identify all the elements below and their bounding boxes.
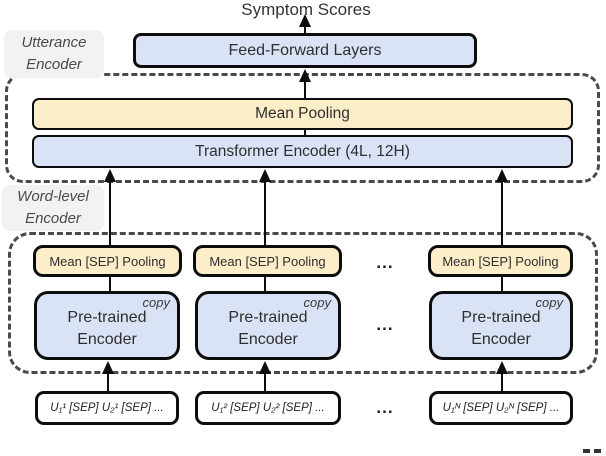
mean-pooling-label: Mean Pooling: [255, 105, 350, 122]
connector-line: [108, 277, 112, 291]
connector-line: [303, 130, 307, 135]
arrow-up-icon: [496, 361, 508, 374]
mean-pooling-block: Mean Pooling: [32, 98, 573, 130]
arrow-up-icon: [259, 169, 271, 182]
utterance-encoder-label-line2: Encoder: [26, 56, 82, 73]
pretrained-encoder-block-1: copy Pre-trained Encoder: [34, 291, 180, 360]
word-level-encoder-label-line1: Word-level: [17, 188, 89, 206]
ellipsis-input-row: ...: [376, 398, 394, 417]
connector-line: [500, 372, 504, 391]
arrow-up-icon: [104, 169, 116, 182]
arrow-up-icon: [299, 69, 311, 82]
sep-pooling-block-1: Mean [SEP] Pooling: [33, 245, 182, 277]
connector-line: [500, 277, 504, 291]
arrow-up-icon: [496, 169, 508, 182]
cropped-glyph-fragment: [583, 449, 590, 453]
pretrained-encoder-label-line1: Pre-trained: [461, 308, 541, 326]
utterance-encoder-label-line1: Utterance: [21, 34, 87, 52]
pretrained-encoder-label-line2: Encoder: [238, 330, 298, 348]
transformer-encoder-label: Transformer Encoder (4L, 12H): [195, 142, 410, 160]
input-tokens-label-2: U₁² [SEP] U₂² [SEP] ...: [211, 402, 325, 414]
pretrained-encoder-label-line2: Encoder: [471, 330, 531, 348]
ellipsis-sep-pooling-row: ...: [376, 253, 394, 272]
pretrained-encoder-label-line2: Encoder: [77, 330, 137, 348]
copy-tag: copy: [303, 295, 331, 310]
word-level-encoder-label: Word-level Encoder: [2, 185, 104, 231]
pretrained-encoder-block-3: copy Pre-trained Encoder: [429, 291, 573, 360]
input-tokens-label-3: U₁ᴺ [SEP] U₂ᴺ [SEP] ...: [442, 402, 560, 414]
input-tokens-block-1: U₁¹ [SEP] U₂¹ [SEP] ...: [35, 391, 179, 425]
pretrained-encoder-block-2: copy Pre-trained Encoder: [195, 291, 341, 360]
input-tokens-block-3: U₁ᴺ [SEP] U₂ᴺ [SEP] ...: [429, 391, 573, 425]
word-level-encoder-group-box: [8, 232, 598, 374]
connector-line: [303, 25, 307, 34]
sep-pooling-label: Mean [SEP] Pooling: [442, 253, 559, 269]
sep-pooling-label: Mean [SEP] Pooling: [209, 253, 326, 269]
transformer-encoder-block: Transformer Encoder (4L, 12H): [32, 135, 573, 168]
word-level-encoder-label-line2: Encoder: [25, 210, 81, 227]
connector-line: [106, 372, 110, 391]
feed-forward-layers-block: Feed-Forward Layers: [133, 33, 477, 68]
arrow-up-icon: [259, 361, 271, 374]
connector-line: [108, 180, 112, 245]
copy-tag: copy: [535, 295, 563, 310]
arrow-up-icon: [102, 361, 114, 374]
input-tokens-block-2: U₁² [SEP] U₂² [SEP] ...: [195, 391, 341, 425]
connector-line: [500, 180, 504, 245]
utterance-encoder-label: Utterance Encoder: [4, 30, 104, 78]
ellipsis-pretrained-row: ...: [376, 315, 394, 334]
arrow-up-icon: [299, 14, 311, 27]
connector-line: [263, 180, 267, 245]
pretrained-encoder-label-line1: Pre-trained: [67, 308, 147, 326]
output-label: Symptom Scores: [241, 0, 371, 19]
pretrained-encoder-label-line1: Pre-trained: [228, 308, 308, 326]
connector-line: [263, 277, 267, 291]
connector-line: [303, 80, 307, 98]
feed-forward-layers-label: Feed-Forward Layers: [228, 41, 382, 59]
input-tokens-label-1: U₁¹ [SEP] U₂¹ [SEP] ...: [50, 402, 164, 414]
sep-pooling-block-2: Mean [SEP] Pooling: [193, 245, 342, 277]
cropped-glyph-fragment: [594, 449, 601, 453]
connector-line: [263, 372, 267, 391]
sep-pooling-label: Mean [SEP] Pooling: [49, 253, 166, 269]
sep-pooling-block-3: Mean [SEP] Pooling: [428, 245, 573, 277]
copy-tag: copy: [142, 295, 170, 310]
